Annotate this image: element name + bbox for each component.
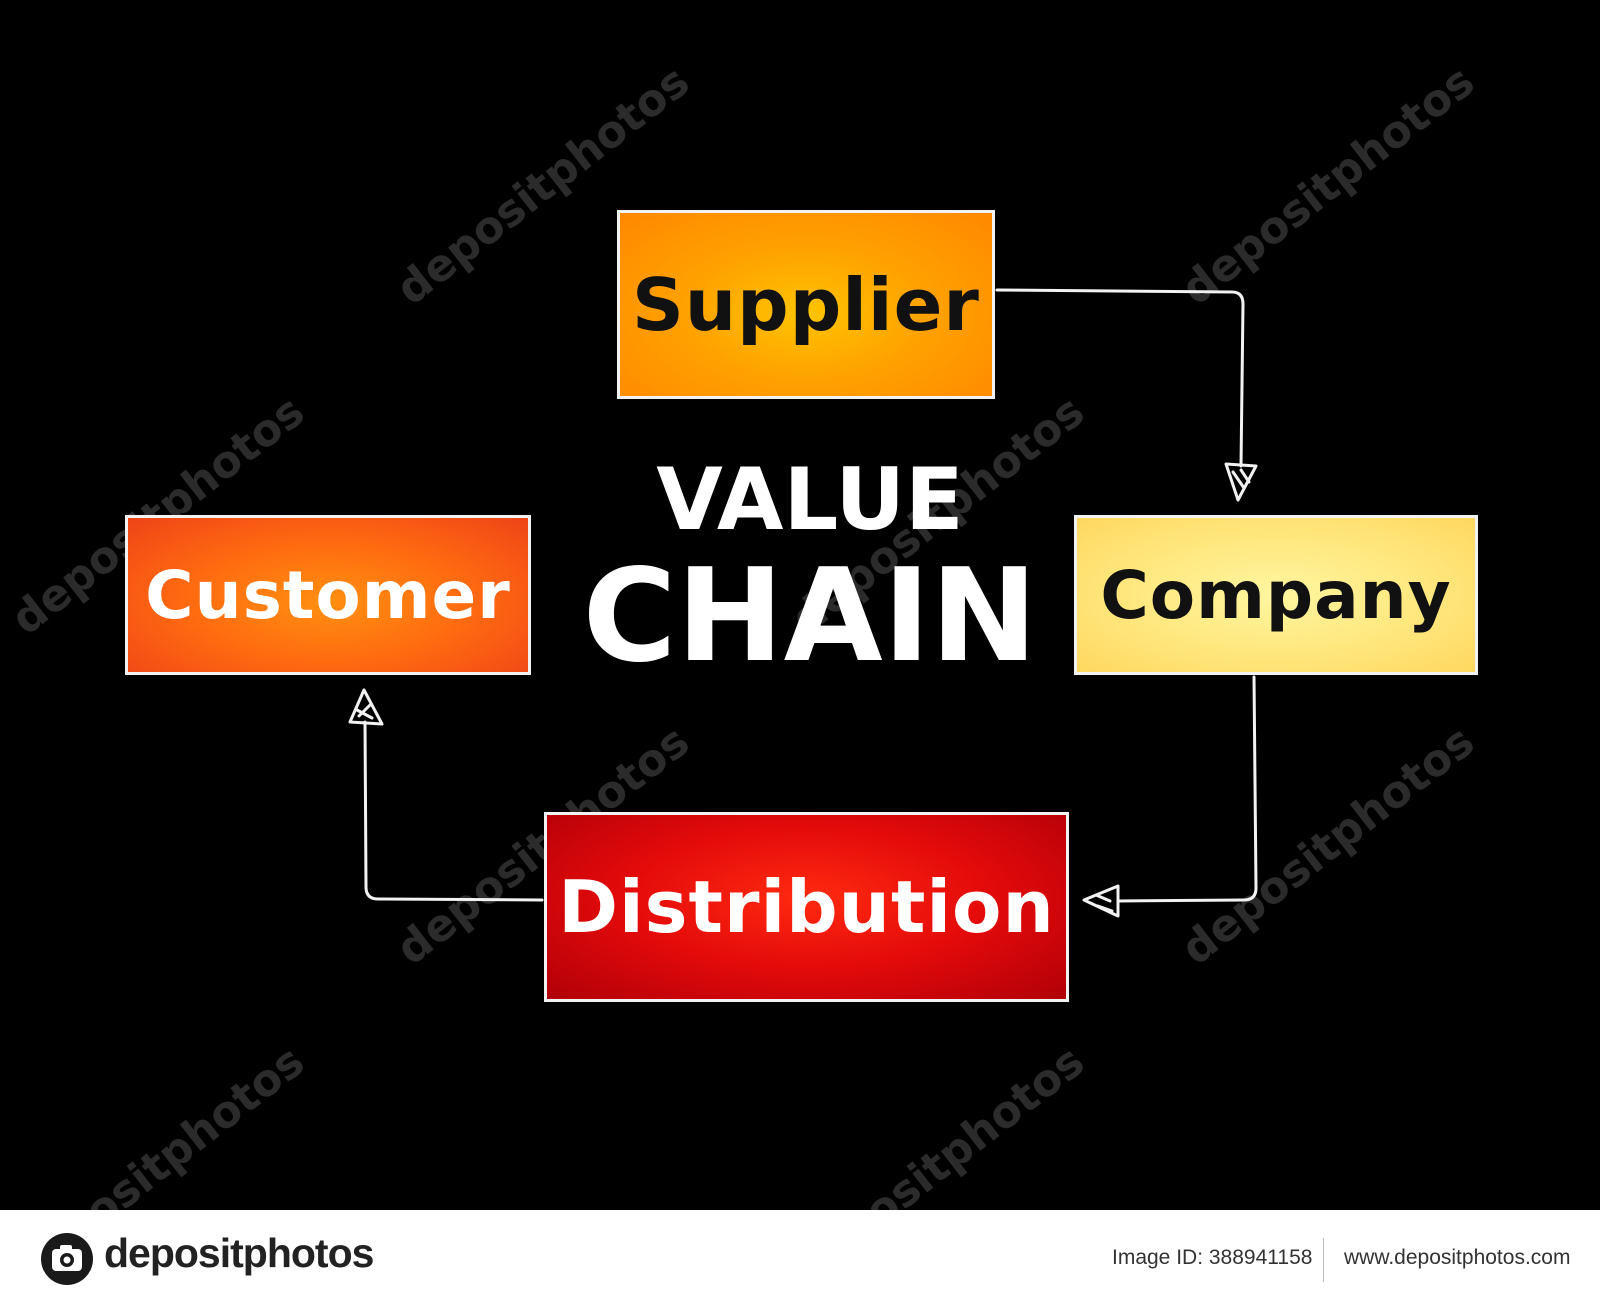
node-distribution: Distribution xyxy=(544,812,1069,1002)
diagram-canvas: depositphotos depositphotos depositphoto… xyxy=(2,55,1484,1210)
arrow-company-to-distribution-head xyxy=(1082,884,1120,918)
node-customer: Customer xyxy=(125,515,531,675)
arrow-supplier-to-company-head xyxy=(1224,462,1258,502)
arrow-distribution-to-customer xyxy=(363,720,544,902)
title-line-2: CHAIN xyxy=(582,542,1038,691)
node-company: Company xyxy=(1074,515,1478,675)
connector-arrows xyxy=(348,288,1258,918)
node-distribution-label: Distribution xyxy=(558,865,1055,949)
camera-logo-icon xyxy=(41,1233,93,1285)
footer-divider xyxy=(1323,1238,1324,1282)
title-line-1: VALUE xyxy=(656,450,964,550)
node-customer-label: Customer xyxy=(145,556,511,634)
node-supplier: Supplier xyxy=(617,210,995,399)
footer-url-link[interactable]: www.depositphotos.com xyxy=(1344,1246,1571,1269)
arrow-distribution-to-customer-head xyxy=(348,688,384,726)
arrow-supplier-to-company xyxy=(995,288,1245,468)
footer-brand-name: depositphotos xyxy=(104,1230,374,1276)
stock-footer: depositphotos Image ID: 388941158 www.de… xyxy=(0,1210,1600,1309)
node-supplier-label: Supplier xyxy=(632,262,980,347)
node-company-label: Company xyxy=(1100,556,1452,634)
footer-image-id: Image ID: 388941158 xyxy=(1112,1246,1313,1269)
diagram-title: VALUE CHAIN xyxy=(580,450,1040,684)
arrow-company-to-distribution xyxy=(1116,675,1258,903)
